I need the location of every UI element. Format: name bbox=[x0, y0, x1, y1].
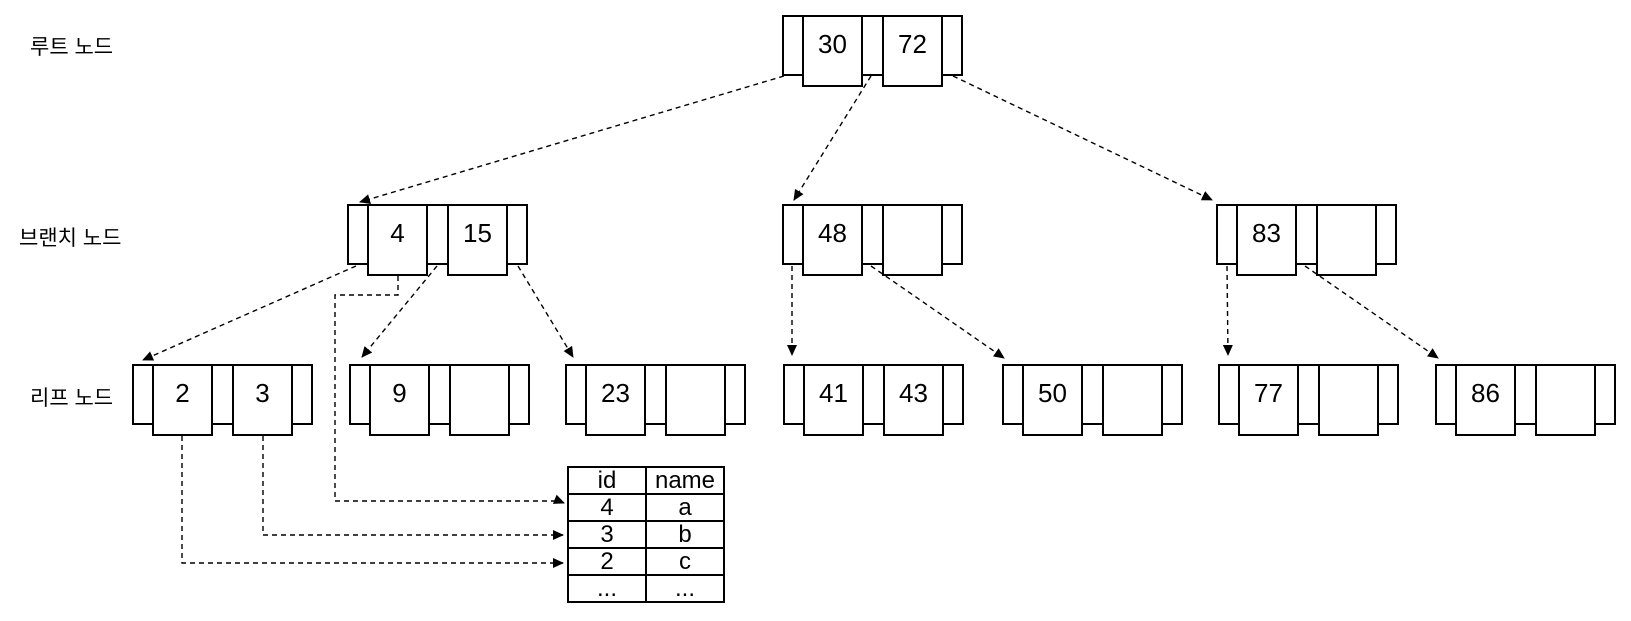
arrow-branch3-ptr0-to-leaf6 bbox=[1222, 265, 1233, 356]
leaf-node-leaf3: 23 bbox=[565, 364, 746, 436]
leaf-node-leaf6: 77 bbox=[1218, 364, 1399, 436]
key-cell-9: 9 bbox=[369, 364, 430, 436]
key-cell-empty bbox=[1535, 364, 1596, 436]
key-cell-4: 4 bbox=[367, 204, 428, 276]
branch-node-branch2: 48 bbox=[782, 204, 963, 276]
level-label-branch-node: 브랜치 노드 bbox=[19, 227, 122, 250]
key-cell-empty bbox=[1318, 364, 1379, 436]
table-row: ...... bbox=[567, 574, 725, 603]
key-cell-23: 23 bbox=[585, 364, 646, 436]
arrow-branch1-ptr1-to-leaf2 bbox=[361, 265, 438, 358]
arrow-root-ptr1-to-branch2 bbox=[793, 75, 872, 201]
key-cell-15: 15 bbox=[447, 204, 508, 276]
level-label-leaf-node: 리프 노드 bbox=[30, 387, 114, 410]
table-cell: c bbox=[645, 547, 725, 576]
arrow-branch3-ptr1-to-leaf7 bbox=[1304, 265, 1439, 359]
key-cell-empty bbox=[1102, 364, 1163, 436]
key-cell-3: 3 bbox=[232, 364, 293, 436]
leaf-node-leaf4: 41 43 bbox=[783, 364, 964, 436]
key-cell-empty bbox=[665, 364, 726, 436]
key-cell-empty bbox=[882, 204, 943, 276]
table-cell: 2 bbox=[567, 547, 647, 576]
key-cell-empty bbox=[449, 364, 510, 436]
table-cell: b bbox=[645, 520, 725, 549]
table-header-id: id bbox=[567, 466, 647, 495]
key-cell-30: 30 bbox=[802, 15, 863, 87]
key-cell-41: 41 bbox=[803, 364, 864, 436]
arrow-branch2-ptr1-to-leaf5 bbox=[870, 265, 1005, 359]
key-cell-empty bbox=[1316, 204, 1377, 276]
table-cell: ... bbox=[645, 574, 725, 603]
arrow-branch1-ptr2-to-leaf3 bbox=[517, 265, 574, 358]
arrow-branch1-key-4-to-table-row-4 bbox=[334, 276, 565, 504]
key-cell-77: 77 bbox=[1238, 364, 1299, 436]
key-cell-72: 72 bbox=[882, 15, 943, 87]
table-cell: 3 bbox=[567, 520, 647, 549]
arrow-root-ptr2-to-branch3 bbox=[952, 75, 1213, 201]
leaf-node-leaf5: 50 bbox=[1002, 364, 1183, 436]
branch-node-branch1: 4 15 bbox=[347, 204, 528, 276]
table-cell: 4 bbox=[567, 493, 647, 522]
table-cell: a bbox=[645, 493, 725, 522]
key-cell-2: 2 bbox=[152, 364, 213, 436]
arrow-leaf1-key-3-to-table-row-3 bbox=[262, 436, 564, 540]
key-cell-83: 83 bbox=[1236, 204, 1297, 276]
key-cell-43: 43 bbox=[883, 364, 944, 436]
level-label-root-node: 루트 노드 bbox=[30, 36, 114, 59]
arrow-root-ptr0-to-branch1 bbox=[359, 75, 785, 204]
arrow-branch1-ptr0-to-leaf1 bbox=[142, 265, 357, 361]
root-node-root: 30 72 bbox=[782, 15, 963, 87]
table-header-name: name bbox=[645, 466, 725, 495]
leaf-node-leaf2: 9 bbox=[349, 364, 530, 436]
key-cell-50: 50 bbox=[1022, 364, 1083, 436]
key-cell-48: 48 bbox=[802, 204, 863, 276]
table-cell: ... bbox=[567, 574, 647, 603]
arrow-leaf1-key-2-to-table-row-2 bbox=[181, 436, 564, 568]
leaf-node-leaf7: 86 bbox=[1435, 364, 1616, 436]
branch-node-branch3: 83 bbox=[1216, 204, 1397, 276]
key-cell-86: 86 bbox=[1455, 364, 1516, 436]
